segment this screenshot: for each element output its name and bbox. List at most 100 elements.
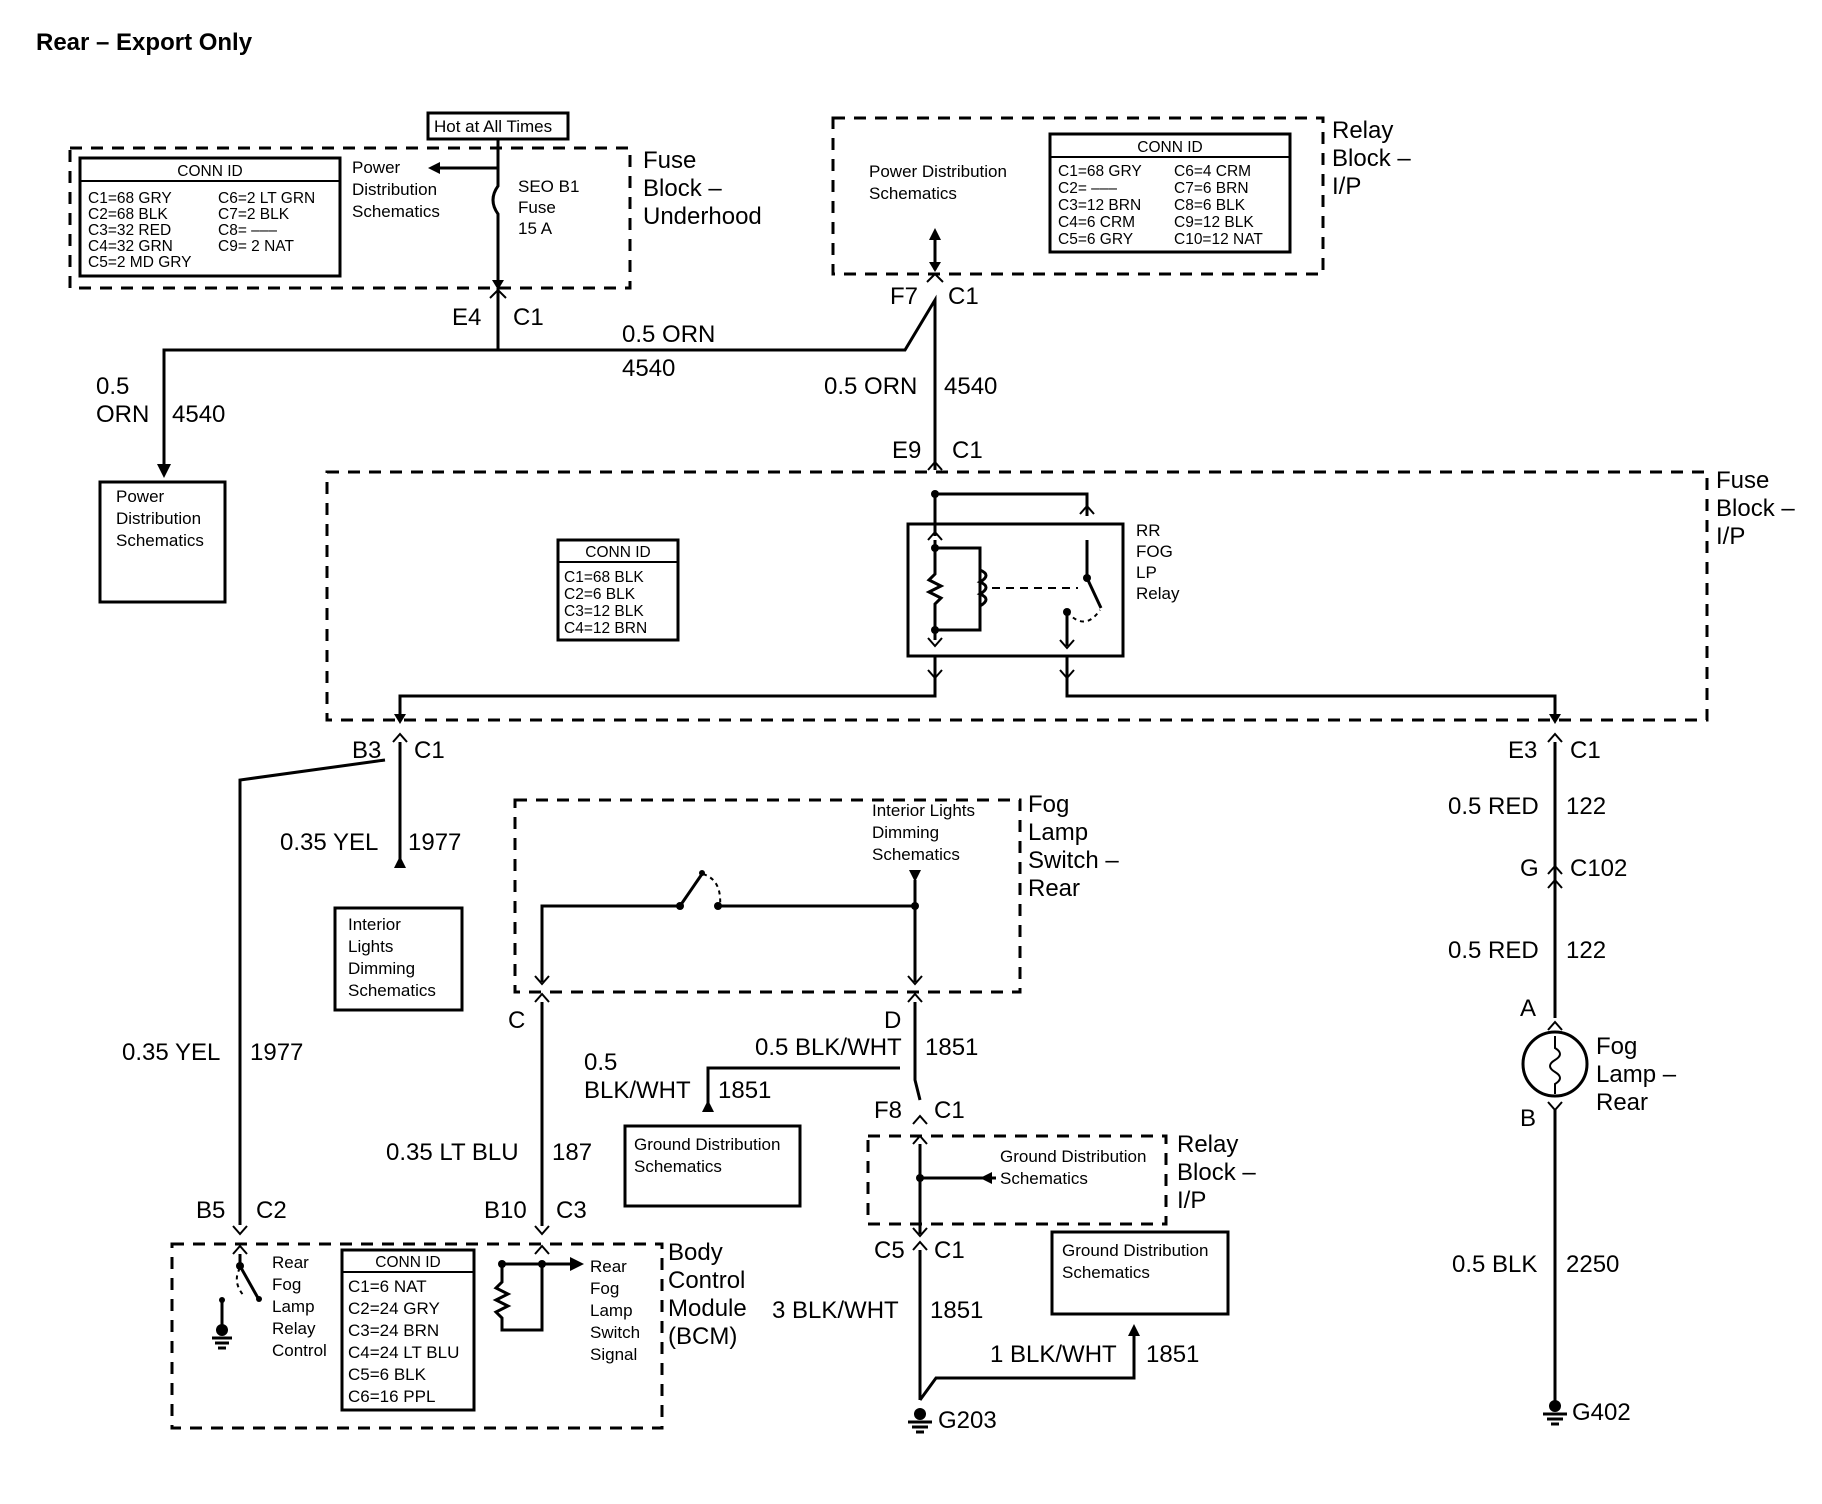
relay-top-conn-row: C3=12 BRN xyxy=(1058,197,1141,214)
wire-gauge-label: 0.5 BLK xyxy=(1452,1251,1537,1278)
wire-blk-wht-1851-gds xyxy=(706,1066,900,1108)
underhood-conn-row: C9= 2 NAT xyxy=(218,238,294,255)
wire-orn-4540-left xyxy=(162,348,498,468)
bcm-switch-signal-label: Lamp xyxy=(590,1301,633,1320)
fuse-ip-conn-id-title: CONN ID xyxy=(585,544,650,561)
bcm-relay-ctrl-label: Fog xyxy=(272,1275,301,1294)
wire-blk-wht-1851-d xyxy=(913,1002,922,1101)
connector-b3-symbol xyxy=(392,732,408,743)
connector-e4-label: E4 xyxy=(452,304,481,331)
bcm-relay-ctrl-label: Lamp xyxy=(272,1297,315,1316)
bcm-conn-row: C1=6 NAT xyxy=(348,1277,427,1296)
fog-switch-ild-label: Schematics xyxy=(872,845,960,864)
page-title: Rear – Export Only xyxy=(36,29,253,56)
wire-circuit-label: 1977 xyxy=(408,829,461,856)
wire-1-blk-wht-1851 xyxy=(918,1336,1136,1401)
relay-top-conn-row: C2= ––– xyxy=(1058,180,1117,197)
relay-body xyxy=(906,522,1125,658)
bcm-relay-switch xyxy=(238,1265,260,1299)
gds2-label: Ground Distribution xyxy=(1062,1241,1208,1260)
connector-f7-label: F7 xyxy=(890,283,918,310)
bcm-switch-signal-label: Rear xyxy=(590,1257,627,1276)
resistor-icon xyxy=(925,560,945,640)
bcm-name: (BCM) xyxy=(668,1323,737,1350)
fuse-block-ip-outline xyxy=(325,470,1709,722)
connector-f8-symbol xyxy=(912,1114,928,1125)
relay-top-conn-id-title: CONN ID xyxy=(1137,139,1202,156)
fuse-label: SEO B1 xyxy=(518,177,579,196)
connector-f7-cavity: C1 xyxy=(948,283,979,310)
relay-label: RR xyxy=(1136,521,1161,540)
relay-top-conn-id-table xyxy=(1048,132,1292,254)
connector-b3-label: B3 xyxy=(352,737,381,764)
connector-b10-label: B10 xyxy=(484,1197,527,1224)
fuse-ip-conn-row: C2=6 BLK xyxy=(564,586,636,603)
wire-circuit-label: 2250 xyxy=(1566,1251,1619,1278)
connector-b5-symbol xyxy=(232,1225,248,1236)
connector-c102-pin: G xyxy=(1520,855,1539,882)
fog-switch-ild-label: Dimming xyxy=(872,823,939,842)
relay-bottom-name: I/P xyxy=(1177,1187,1206,1214)
connector-c-pin: C xyxy=(508,1007,525,1034)
relay-top-pds-label: Schematics xyxy=(869,184,957,203)
wire-gauge-label: 0.5 xyxy=(96,373,129,400)
underhood-conn-row: C7=2 BLK xyxy=(218,206,290,223)
fog-lamp-pin-a: A xyxy=(1520,995,1536,1022)
body-control-module: Body Control Module (BCM) Rear Fog Lamp … xyxy=(170,1239,747,1430)
connector-b10-cavity: C3 xyxy=(556,1197,587,1224)
fuse-label: 15 A xyxy=(518,219,553,238)
fuse-ip-conn-row: C3=12 BLK xyxy=(564,603,644,620)
wire-gauge-label: 0.35 LT BLU xyxy=(386,1139,519,1166)
wire-gauge-label: 0.5 ORN xyxy=(824,373,917,400)
arrow-left-icon xyxy=(980,1172,992,1184)
connector-c5-symbol xyxy=(912,1240,928,1251)
ild-box-label: Lights xyxy=(348,937,393,956)
underhood-conn-row: C4=32 GRN xyxy=(88,238,173,255)
arrow-left-icon xyxy=(428,162,440,174)
gds1-label: Schematics xyxy=(634,1157,722,1176)
connector-d-pin: D xyxy=(884,1007,901,1034)
relay-block-ip-top-outline xyxy=(831,116,1325,276)
bcm-conn-row: C6=16 PPL xyxy=(348,1387,435,1406)
wire-circuit-label: 4540 xyxy=(622,355,675,382)
connector-b3-cavity: C1 xyxy=(414,737,445,764)
arrow-down-icon xyxy=(1128,1324,1140,1336)
rr-fog-lp-relay xyxy=(906,460,1125,696)
fog-lamp-rear-name: Fog xyxy=(1596,1033,1637,1060)
relay-top-conn-row: C10=12 NAT xyxy=(1174,231,1263,248)
fog-lamp-rear-name: Lamp – xyxy=(1596,1061,1677,1088)
fuse-block-underhood-outline xyxy=(68,146,632,290)
relay-top-pds-label: Power Distribution xyxy=(869,162,1007,181)
relay-label: LP xyxy=(1136,563,1157,582)
fog-switch-name: Lamp xyxy=(1028,819,1088,846)
ild-box-label: Dimming xyxy=(348,959,415,978)
fog-lamp-rear-name: Rear xyxy=(1596,1089,1648,1116)
wire-gauge-label: 0.35 YEL xyxy=(122,1039,220,1066)
ground-g402-label: G402 xyxy=(1572,1399,1631,1426)
arrow-down-icon xyxy=(157,464,171,478)
fuse-ip-conn-row: C1=68 BLK xyxy=(564,569,644,586)
relay-switch-contact xyxy=(1085,577,1103,609)
wire-gauge-label: 0.5 RED xyxy=(1448,793,1539,820)
pds-left-label: Power xyxy=(116,487,165,506)
relay-bottom-name: Relay xyxy=(1177,1131,1238,1158)
fuse-ip-conn-row: C4=12 BRN xyxy=(564,620,647,637)
arrow-up-icon xyxy=(929,228,941,240)
pds-box-left: Power Distribution Schematics xyxy=(98,480,227,604)
ground-g402-icon xyxy=(1543,1400,1567,1426)
wire-circuit-label: 1851 xyxy=(925,1034,978,1061)
wire-circuit-label: 4540 xyxy=(172,401,225,428)
bcm-relay-ctrl-label: Rear xyxy=(272,1253,309,1272)
connector-e9-label: E9 xyxy=(892,437,921,464)
arrow-up-icon xyxy=(702,1100,714,1112)
interior-lights-dimming-box: Interior Lights Dimming Schematics xyxy=(333,906,464,1012)
wire-circuit-label: 1977 xyxy=(250,1039,303,1066)
wire-gauge-label: 3 BLK/WHT xyxy=(772,1297,899,1324)
fuse-block-ip-name: Block – xyxy=(1716,495,1795,522)
bcm-ground-icon xyxy=(212,1324,232,1350)
fuse-block-underhood-name: Block – xyxy=(643,175,722,202)
wire-gauge-label: 0.5 BLK/WHT xyxy=(755,1034,902,1061)
wire-gauge-label: 0.5 RED xyxy=(1448,937,1539,964)
fog-switch-name: Fog xyxy=(1028,791,1069,818)
